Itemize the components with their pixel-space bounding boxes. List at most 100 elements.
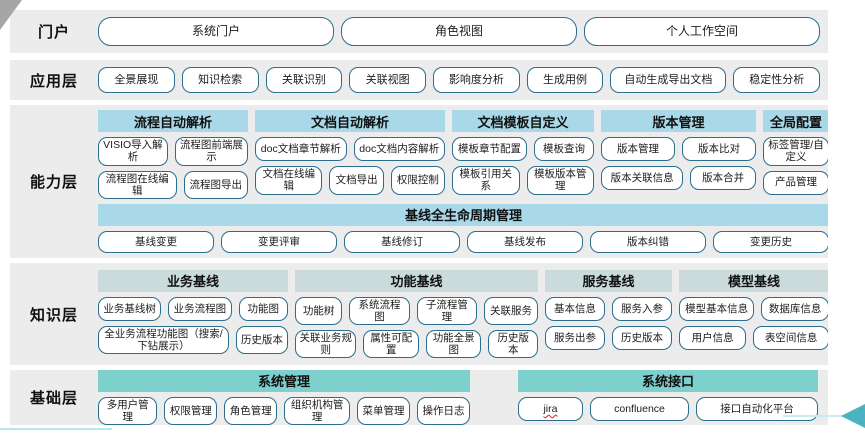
- diagram-button[interactable]: 系统门户: [98, 17, 334, 46]
- diagram-button[interactable]: 产品管理: [763, 170, 828, 195]
- layer-content-knowledge: 业务基线业务基线树业务流程图功能图全业务流程功能图（搜索/下钻展示）历史版本功能…: [98, 263, 828, 365]
- diagram-button[interactable]: 业务流程图: [168, 296, 232, 321]
- diagram-button[interactable]: 关联视图: [349, 67, 427, 93]
- diagram-button[interactable]: doc文档内容解析: [353, 137, 445, 162]
- diagram-button[interactable]: 数据库信息: [761, 296, 828, 321]
- diagram-button[interactable]: 菜单管理: [357, 396, 411, 425]
- diagram-button[interactable]: 模板章节配置: [452, 137, 527, 162]
- diagram-button[interactable]: 历史版本: [235, 325, 288, 354]
- diagram-button[interactable]: 流程图导出: [183, 170, 248, 199]
- diagram-group: 模型基线模型基本信息数据库信息用户信息表空间信息: [679, 269, 828, 350]
- diagram-button[interactable]: jira: [518, 396, 583, 421]
- diagram-button[interactable]: 基本信息: [545, 296, 605, 321]
- diagram-button[interactable]: 业务基线树: [98, 296, 162, 321]
- layer-label-foundation: 基础层: [29, 390, 78, 407]
- diagram-button[interactable]: 版本比对: [682, 137, 756, 162]
- diagram-button[interactable]: 用户信息: [679, 325, 747, 350]
- diagram-button[interactable]: 服务出参: [545, 325, 605, 350]
- diagram-button[interactable]: 功能全景图: [425, 330, 482, 359]
- diagram-button[interactable]: 版本合并: [690, 166, 756, 191]
- layer-label-knowledge: 知识层: [29, 306, 78, 324]
- diagram-button[interactable]: 流程图在线编辑: [98, 170, 177, 199]
- diagram-button[interactable]: 属性可配置: [363, 330, 419, 359]
- diagram-button[interactable]: 流程图前端展示: [174, 137, 248, 166]
- diagram-button[interactable]: 组织机构管理: [284, 396, 351, 425]
- diagram-button[interactable]: 多用户管理: [98, 396, 158, 425]
- layer-application: 应用层 全景展现知识检索关联识别关联视图影响度分析生成用例自动生成导出文档稳定性…: [10, 60, 828, 100]
- layer-label-portal: 门户: [37, 24, 70, 41]
- diagram-button[interactable]: 版本管理: [601, 137, 675, 162]
- corner-fold-decoration: [0, 0, 22, 30]
- diagram-button[interactable]: 功能树: [295, 296, 343, 325]
- layer-label-application: 应用层: [29, 72, 78, 90]
- diagram-button[interactable]: 标签管理/自定义: [763, 137, 828, 166]
- diagram-button[interactable]: 关联业务规则: [295, 330, 357, 359]
- layer-portal: 门户 系统门户角色视图个人工作空间: [10, 10, 828, 53]
- diagram-button[interactable]: 操作日志: [417, 396, 470, 425]
- layer-content-portal: 系统门户角色视图个人工作空间: [98, 10, 828, 53]
- diagram-group: 服务基线基本信息服务入参服务出参历史版本: [545, 269, 672, 350]
- diagram-button[interactable]: 权限管理: [164, 396, 218, 425]
- diagram-button[interactable]: 角色视图: [341, 17, 577, 46]
- diagram-button[interactable]: 表空间信息: [753, 325, 828, 350]
- group-header: 全局配置: [763, 110, 828, 133]
- diagram-button[interactable]: 变更历史: [713, 230, 828, 253]
- diagram-button[interactable]: 功能图: [238, 296, 288, 321]
- diagram-button[interactable]: 自动生成导出文档: [610, 67, 727, 93]
- diagram-button[interactable]: 历史版本: [612, 325, 672, 350]
- diagram-button[interactable]: 子流程管理: [416, 296, 478, 325]
- diagram-button[interactable]: 基线发布: [467, 230, 583, 253]
- diagram-button[interactable]: 文档在线编辑: [255, 166, 323, 195]
- diagram-button[interactable]: 历史版本: [488, 330, 538, 359]
- diagram-group: 功能基线功能树系统流程图子流程管理关联服务关联业务规则属性可配置功能全景图历史版…: [295, 269, 538, 359]
- diagram-button[interactable]: 稳定性分析: [733, 67, 821, 93]
- diagram-button[interactable]: 角色管理: [224, 396, 278, 425]
- diagram-button[interactable]: 变更评审: [221, 230, 337, 253]
- diagram-button[interactable]: confluence: [589, 396, 690, 421]
- diagram-button[interactable]: 生成用例: [526, 67, 604, 93]
- diagram-button[interactable]: 全景展现: [98, 67, 175, 93]
- left-arrow-decoration: [783, 404, 865, 428]
- group-header: 业务基线: [98, 269, 288, 292]
- diagram-button[interactable]: 权限控制: [390, 166, 446, 195]
- diagram-group: 业务基线业务基线树业务流程图功能图全业务流程功能图（搜索/下钻展示）历史版本: [98, 269, 288, 354]
- diagram-button[interactable]: VISIO导入解析: [98, 137, 168, 166]
- diagram-group: 流程自动解析 VISIO导入解析流程图前端展示流程图在线编辑流程图导出: [98, 110, 248, 199]
- layer-foundation: 基础层 系统管理多用户管理权限管理角色管理组织机构管理菜单管理操作日志 系统接口 j…: [10, 370, 828, 425]
- diagram-button[interactable]: 基线修订: [344, 230, 460, 253]
- diagram-group: 文档模板自定义模板章节配置模板查询模板引用关系模板版本管理: [452, 110, 594, 195]
- group-header: 模型基线: [679, 269, 828, 292]
- diagram-button[interactable]: 关联识别: [265, 67, 343, 93]
- diagram-button[interactable]: 版本关联信息: [601, 166, 684, 191]
- diagram-button[interactable]: 模板引用关系: [452, 166, 520, 195]
- diagram-button[interactable]: 服务入参: [612, 296, 672, 321]
- group-header: 流程自动解析: [98, 110, 248, 133]
- diagram-button[interactable]: doc文档章节解析: [255, 137, 347, 162]
- group-header: 系统接口: [518, 370, 818, 392]
- diagram-button[interactable]: 模板版本管理: [526, 166, 594, 195]
- diagram-button[interactable]: 文档导出: [329, 166, 384, 195]
- diagram-button[interactable]: 系统流程图: [349, 296, 410, 325]
- diagram-button[interactable]: 基线变更: [98, 230, 214, 253]
- diagram-button[interactable]: 影响度分析: [433, 67, 520, 93]
- diagram-group: 系统管理多用户管理权限管理角色管理组织机构管理菜单管理操作日志: [98, 370, 470, 425]
- group-header: 基线全生命周期管理: [98, 203, 828, 226]
- group-header: 服务基线: [545, 269, 672, 292]
- diagram-button[interactable]: 关联服务: [484, 296, 538, 325]
- diagram-button[interactable]: 知识检索: [181, 67, 259, 93]
- group-header: 版本管理: [601, 110, 756, 133]
- diagram-button[interactable]: 模板查询: [533, 137, 594, 162]
- diagram-button[interactable]: 模型基本信息: [679, 296, 755, 321]
- diagram-button[interactable]: 全业务流程功能图（搜索/下钻展示）: [98, 325, 229, 354]
- group-header: 文档自动解析: [255, 110, 445, 133]
- diagram-button[interactable]: 个人工作空间: [584, 17, 820, 46]
- diagram-group: 版本管理版本管理版本比对版本关联信息版本合并: [601, 110, 756, 191]
- layer-content-application: 全景展现知识检索关联识别关联视图影响度分析生成用例自动生成导出文档稳定性分析: [98, 60, 828, 100]
- diagram-button[interactable]: 版本纠错: [590, 230, 706, 253]
